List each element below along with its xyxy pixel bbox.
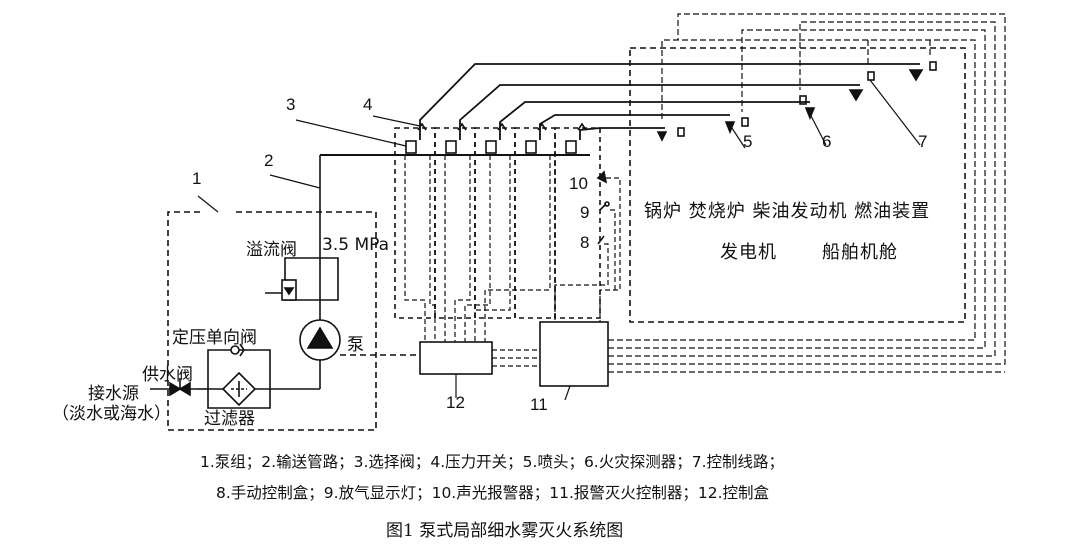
control-wiring-11 — [608, 13, 1006, 373]
selector-valve-group — [394, 127, 601, 319]
filter-symbol — [221, 371, 257, 407]
leader-lines — [197, 79, 921, 213]
pump-symbol — [299, 319, 341, 361]
label-number-6: 6 — [822, 132, 832, 151]
label-relief-valve: 溢流阀 — [246, 240, 297, 260]
engine-room-boundary — [629, 47, 966, 323]
label-number-7: 7 — [918, 132, 928, 151]
label-number-11: 11 — [530, 395, 548, 414]
label-number-8: 8 — [580, 233, 590, 252]
label-number-4: 4 — [363, 95, 373, 114]
selector-valves — [405, 122, 587, 154]
figure-caption: 图1 泵式局部细水雾灭火系统图 — [386, 521, 624, 541]
label-filter: 过滤器 — [204, 409, 255, 429]
label-check-valve: 定压单向阀 — [172, 328, 257, 348]
label-number-3: 3 — [286, 95, 296, 114]
control-box-12 — [419, 341, 493, 375]
label-water-type: （淡水或海水） — [52, 404, 171, 424]
relief-valve-symbol — [281, 279, 297, 301]
label-number-5: 5 — [743, 132, 753, 151]
label-pressure: 3.5 MPa — [322, 235, 390, 255]
label-number-2: 2 — [264, 151, 274, 170]
label-number-12: 12 — [446, 393, 465, 412]
label-supply-valve: 供水阀 — [142, 365, 193, 385]
legend-line-1: 1.泵组；2.输送管路；3.选择阀；4.压力开关；5.喷头；6.火灾探测器；7.… — [200, 453, 785, 471]
label-number-9: 9 — [580, 203, 590, 222]
pump-piping — [150, 154, 590, 409]
pump-unit-boundary — [167, 211, 377, 431]
check-valve-symbol — [230, 343, 245, 357]
link-12-11 — [492, 349, 540, 367]
fire-detectors — [677, 61, 937, 137]
label-number-10: 10 — [569, 174, 588, 193]
engine-room-title: 船舶机舱 — [822, 242, 898, 263]
engine-room-equipment: 锅炉 焚烧炉 柴油发动机 燃油装置 — [644, 201, 931, 222]
label-number-1: 1 — [192, 169, 202, 188]
nozzle-pipes — [419, 63, 920, 140]
nozzle-heads — [656, 69, 924, 142]
supply-valve — [169, 378, 191, 397]
label-water-source: 接水源 — [88, 384, 139, 404]
control-wiring-12 — [404, 155, 551, 342]
label-pump: 泵 — [347, 335, 364, 355]
legend-line-2: 8.手动控制盒；9.放气显示灯；10.声光报警器；11.报警灭火控制器；12.控… — [216, 484, 770, 502]
controller-11 — [539, 321, 609, 387]
alarm-devices — [554, 170, 621, 322]
engine-room-generator: 发电机 — [720, 242, 777, 263]
